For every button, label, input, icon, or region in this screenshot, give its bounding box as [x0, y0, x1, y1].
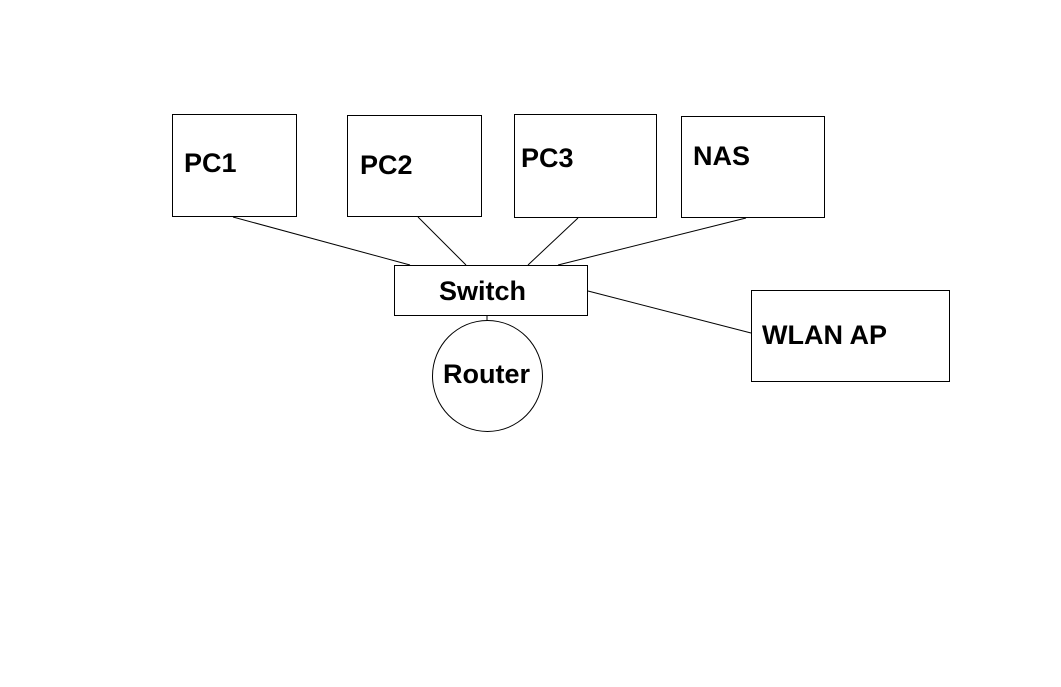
switch-node: Switch [394, 265, 588, 316]
pc1-label: PC1 [184, 148, 237, 178]
link-pc1-switch [232, 216, 411, 266]
switch-label: Switch [439, 276, 527, 306]
wlan-ap-node: WLAN AP [751, 290, 950, 382]
wlan-ap-label: WLAN AP [762, 320, 887, 350]
router-label: Router [443, 359, 530, 389]
link-pc3-switch [527, 217, 579, 266]
pc3-label: PC3 [521, 143, 574, 173]
link-nas-switch [557, 217, 747, 266]
link-switch-wlan-ap [587, 290, 752, 334]
nas-label: NAS [693, 141, 751, 171]
pc3-node: PC3 [514, 114, 657, 218]
pc2-node: PC2 [347, 115, 482, 217]
pc1-node: PC1 [172, 114, 297, 217]
nas-node: NAS [681, 116, 825, 218]
link-pc2-switch [417, 216, 467, 266]
pc2-label: PC2 [360, 150, 413, 180]
router-node: Router [432, 320, 543, 432]
